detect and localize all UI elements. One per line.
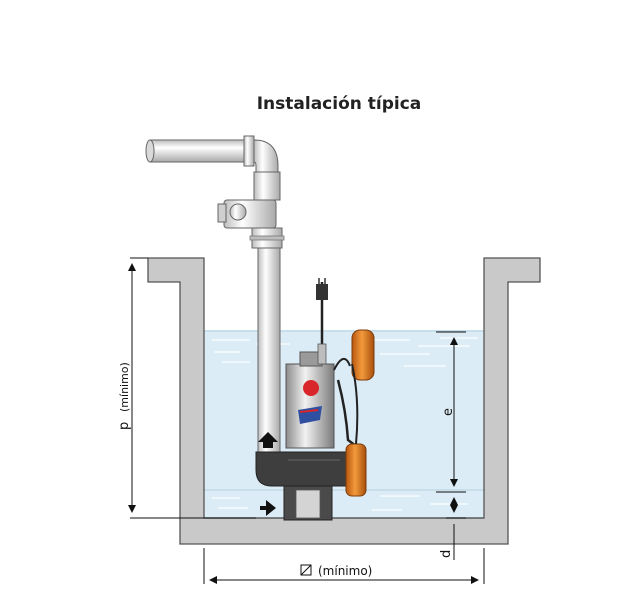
label-e: e (441, 408, 456, 416)
dimension-e (436, 331, 466, 493)
dimension-p (128, 257, 256, 519)
water-body (204, 330, 484, 518)
dimension-d (446, 497, 466, 560)
dimension-width (203, 548, 485, 584)
flow-arrows (258, 432, 278, 516)
label-d: d (439, 550, 454, 558)
square-section-icon (300, 564, 312, 576)
label-p: p (117, 422, 132, 430)
label-width-min: (mínimo) (318, 564, 372, 578)
diagram-title: Instalación típica (256, 94, 422, 114)
submersible-pump (255, 278, 353, 521)
label-p-min: (mínimo) (118, 362, 131, 412)
float-switch (333, 329, 375, 497)
discharge-pipe (145, 135, 285, 457)
